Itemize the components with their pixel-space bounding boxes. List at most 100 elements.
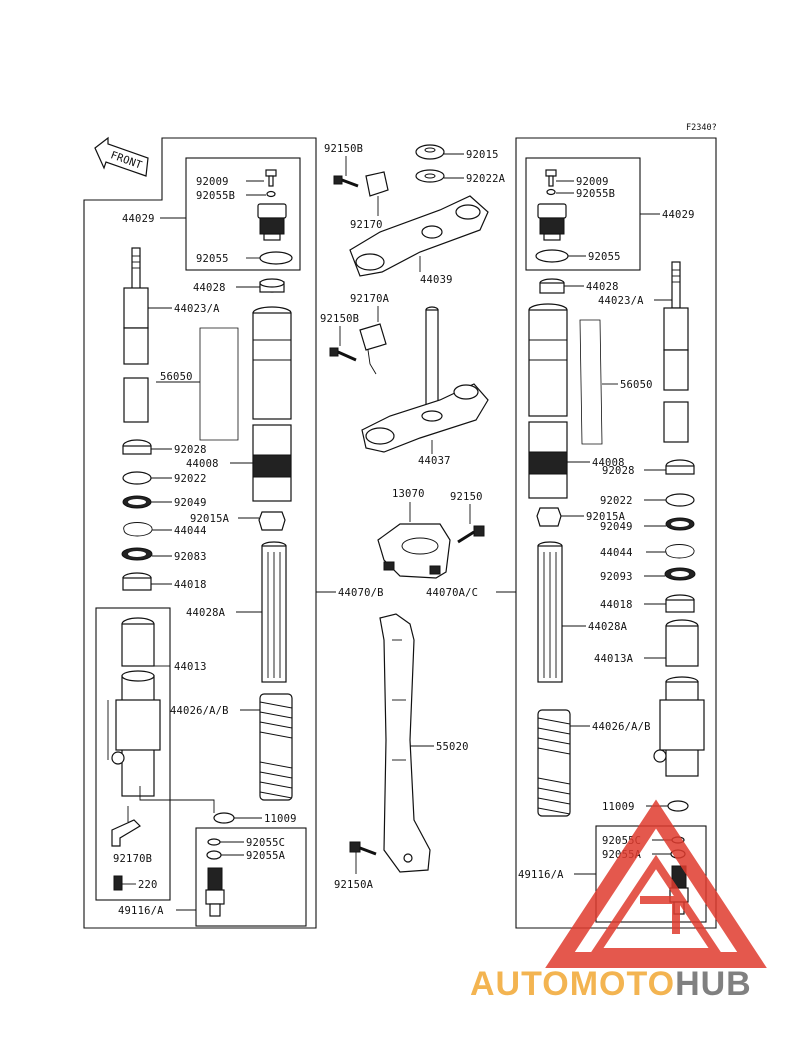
left-inner-tube-box — [95, 607, 171, 901]
label-92015A-right: 92015A — [586, 511, 626, 523]
automotohub-watermark: AUTOMOTOHUB — [470, 799, 767, 1003]
front-arrow-icon: FRONT — [94, 136, 149, 177]
label-11009: 11009 — [264, 813, 297, 825]
left-valve-box — [195, 827, 307, 927]
label-56050-right: 56050 — [620, 379, 653, 391]
steering-stem-44037-icon — [361, 306, 489, 453]
seal-44028-right-icon — [539, 282, 565, 294]
label-92022A: 92022A — [466, 173, 506, 185]
label-220: 220 — [138, 879, 158, 891]
label-92150B-top: 92150B — [324, 143, 363, 155]
label-92055A: 92055A — [246, 850, 286, 862]
label-92150: 92150 — [450, 491, 483, 503]
damper-rod-right-icon — [663, 261, 689, 443]
label-92170B: 92170B — [113, 853, 152, 865]
clamp-92170-icon — [365, 171, 389, 197]
fork-cap-bolt-icon — [257, 203, 287, 241]
label-92049-right: 92049 — [600, 521, 633, 533]
left-assembly-frame — [83, 137, 317, 929]
label-92022-right: 92022 — [600, 495, 633, 507]
bolt-92150-icon — [457, 525, 485, 544]
outer-tube-right-icon — [528, 303, 568, 499]
clip-44044-icon — [123, 522, 153, 537]
o-ring-right-icon — [535, 249, 569, 263]
washer-92022-icon — [122, 471, 152, 485]
nut-92015A-icon — [258, 511, 286, 531]
label-92028-right: 92028 — [602, 465, 635, 477]
cartridge-44028A-icon — [261, 541, 287, 683]
label-44028-right: 44028 — [586, 281, 619, 293]
label-92055C: 92055C — [246, 837, 285, 849]
label-44013: 44013 — [174, 661, 207, 673]
screw-right-icon — [545, 169, 557, 187]
fork-cap-bolt-right-icon — [537, 203, 567, 241]
label-92170A: 92170A — [350, 293, 390, 305]
label-44028A-right: 44028A — [588, 621, 628, 633]
label-44013A-right: 44013A — [594, 653, 634, 665]
bolt-220-icon — [113, 875, 123, 891]
inner-tube-44013A-right-icon — [653, 619, 705, 777]
label-13070: 13070 — [392, 488, 425, 500]
label-49116A: 49116/A — [118, 905, 164, 917]
o-ring-92055A-icon — [206, 850, 222, 860]
watermark-text: AUTOMOTOHUB — [470, 965, 752, 1003]
label-92093-right: 92093 — [600, 571, 633, 583]
label-44070AC: 44070A/C — [426, 587, 478, 599]
label-92022: 92022 — [174, 473, 207, 485]
label-92055-right: 92055 — [588, 251, 621, 263]
damper-rod-icon — [123, 247, 149, 423]
diagram-ref-code: F2340? — [686, 123, 717, 133]
right-assembly-frame — [515, 137, 717, 929]
cartridge-44028A-right-icon — [537, 541, 563, 683]
label-92055: 92055 — [196, 253, 229, 265]
watermark-text-part1: AUTOMOTO — [470, 965, 675, 1003]
label-44029: 44029 — [122, 213, 155, 225]
label-44028A: 44028A — [186, 607, 226, 619]
label-44008-right: 44008 — [592, 457, 625, 469]
label-44028: 44028 — [193, 282, 226, 294]
label-44018-right: 44018 — [600, 599, 633, 611]
o-ring-92055C-icon — [207, 838, 221, 846]
bolt-92150B-mid-icon — [329, 347, 357, 362]
washer-11009-right-icon — [667, 800, 689, 812]
label-44044-right: 44044 — [600, 547, 633, 559]
automotohub-logo-icon — [545, 799, 767, 968]
label-11009-right: 11009 — [602, 801, 635, 813]
watermark-text-part2: HUB — [675, 965, 752, 1003]
valve-49116-icon — [205, 867, 225, 917]
label-44026AB: 44026/A/B — [170, 705, 229, 717]
fork-spring-right-icon — [537, 709, 571, 817]
washer-11009-icon — [213, 812, 235, 824]
small-o-ring-right-icon — [546, 188, 556, 196]
label-92015: 92015 — [466, 149, 499, 161]
label-44070B: 44070/B — [338, 587, 384, 599]
clamp-92170A-icon — [359, 323, 387, 351]
label-44044: 44044 — [174, 525, 207, 537]
label-92049: 92049 — [174, 497, 207, 509]
label-92150A: 92150A — [334, 879, 374, 891]
label-44026AB-right: 44026/A/B — [592, 721, 651, 733]
label-92028: 92028 — [174, 444, 207, 456]
label-44037: 44037 — [418, 455, 451, 467]
label-44023A-right: 44023/A — [598, 295, 644, 307]
label-92150B-mid: 92150B — [320, 313, 359, 325]
label-92083: 92083 — [174, 551, 207, 563]
washer-92022-right-icon — [665, 493, 695, 507]
left-fork-assembly: FRONT 44029 92009 92055B 92055 44028 — [83, 136, 384, 929]
bolt-92150B-icon — [333, 175, 359, 188]
bracket-92170B-icon — [111, 819, 141, 847]
clamp-13070-icon — [377, 523, 451, 579]
label-44008: 44008 — [186, 458, 219, 470]
label-92055B-right: 92055B — [576, 188, 615, 200]
label-44029-right: 44029 — [662, 209, 695, 221]
label-92170: 92170 — [350, 219, 383, 231]
right-fork-assembly: 44029 92009 92055B 92055 44028 — [515, 137, 717, 929]
small-o-ring-icon — [266, 190, 276, 198]
label-44023A: 44023/A — [174, 303, 220, 315]
fork-decal-right-icon — [579, 319, 603, 445]
label-92055B: 92055B — [196, 190, 235, 202]
left-top-cap-box — [185, 157, 301, 271]
fork-spring-icon — [259, 693, 293, 801]
label-92015A: 92015A — [190, 513, 230, 525]
label-55020: 55020 — [436, 741, 469, 753]
